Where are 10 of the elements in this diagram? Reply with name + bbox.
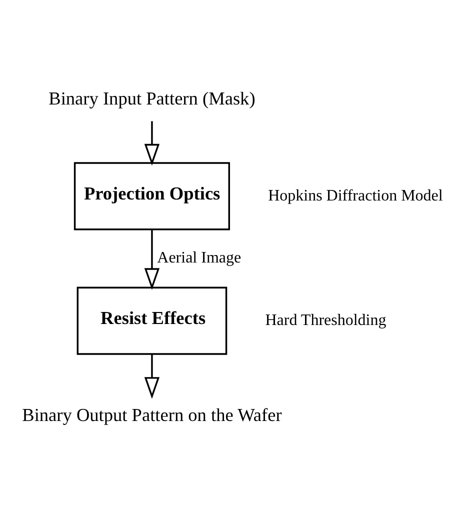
node-text: Binary Output Pattern on the Wafer xyxy=(22,404,282,425)
node-label: Hard Thresholding xyxy=(264,312,386,329)
node-text: Binary Input Pattern (Mask) xyxy=(48,88,255,108)
arrow xyxy=(144,228,160,290)
arrow xyxy=(144,120,160,166)
node-label: Hopkins Diffraction Model xyxy=(268,186,442,204)
node-box: Projection Optics xyxy=(73,162,230,230)
node-box: Resist Effects xyxy=(76,286,227,354)
edge-label: Aerial Image xyxy=(156,249,241,266)
arrow xyxy=(144,354,160,398)
